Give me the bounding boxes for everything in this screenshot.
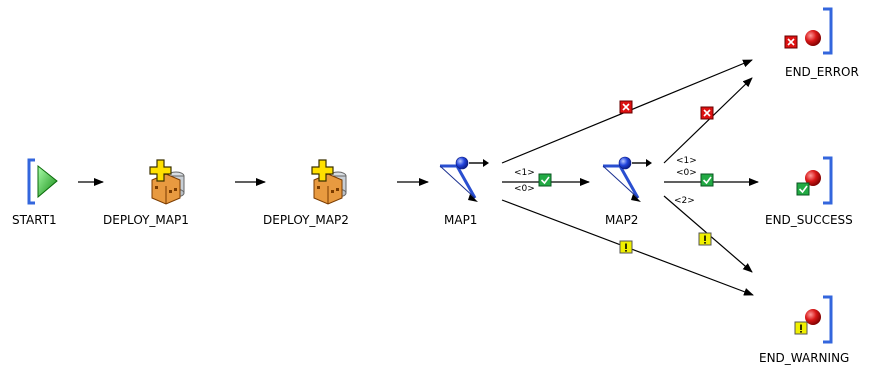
edge-cond-label: <2> [674,196,695,206]
warning-badge-map1-end-warning[interactable] [619,240,633,254]
x-icon [703,109,711,117]
start-activity-icon [27,158,58,205]
end-warning-icon [794,295,833,344]
error-badge-map2-end-error[interactable] [700,106,714,120]
node-label: DEPLOY_MAP2 [263,213,349,227]
node-end-error[interactable]: END_ERROR [784,7,859,79]
node-deploy-map1[interactable]: DEPLOY_MAP1 [103,159,189,227]
edge-cond-label: <1> [514,168,535,178]
edge-cond-label: <0> [514,184,535,194]
edge-map2-end-error[interactable] [663,77,753,164]
check-icon [540,176,550,185]
check-icon [702,176,712,185]
node-label: END_WARNING [759,351,849,365]
node-label: START1 [12,213,57,227]
x-icon [622,103,630,111]
success-badge-map1-map2[interactable] [538,173,552,187]
node-map2[interactable]: MAP2 [602,156,652,227]
node-deploy-map2[interactable]: DEPLOY_MAP2 [263,159,349,227]
node-label: END_ERROR [785,65,859,79]
mapping-icon [439,156,489,202]
node-label: MAP1 [444,213,477,227]
edge-cond-label: <0> [676,168,697,178]
node-end-success[interactable]: END_SUCCESS [765,156,853,227]
deploy-icon [311,159,347,205]
success-badge-map2-end-success[interactable] [700,173,714,187]
deploy-icon [149,159,185,205]
node-label: MAP2 [605,213,638,227]
edge-cond-label: <1> [676,156,697,166]
end-error-icon [784,7,833,55]
node-label: END_SUCCESS [765,213,853,227]
node-label: DEPLOY_MAP1 [103,213,189,227]
error-badge-map1-end-error[interactable] [619,100,633,114]
node-map1[interactable]: MAP1 [439,156,489,227]
node-start1[interactable]: START1 [12,158,58,227]
mapping-icon [602,156,652,202]
end-success-icon [796,156,833,205]
node-end-warning[interactable]: END_WARNING [759,295,849,365]
warning-badge-map2-end-warning[interactable] [698,232,712,246]
